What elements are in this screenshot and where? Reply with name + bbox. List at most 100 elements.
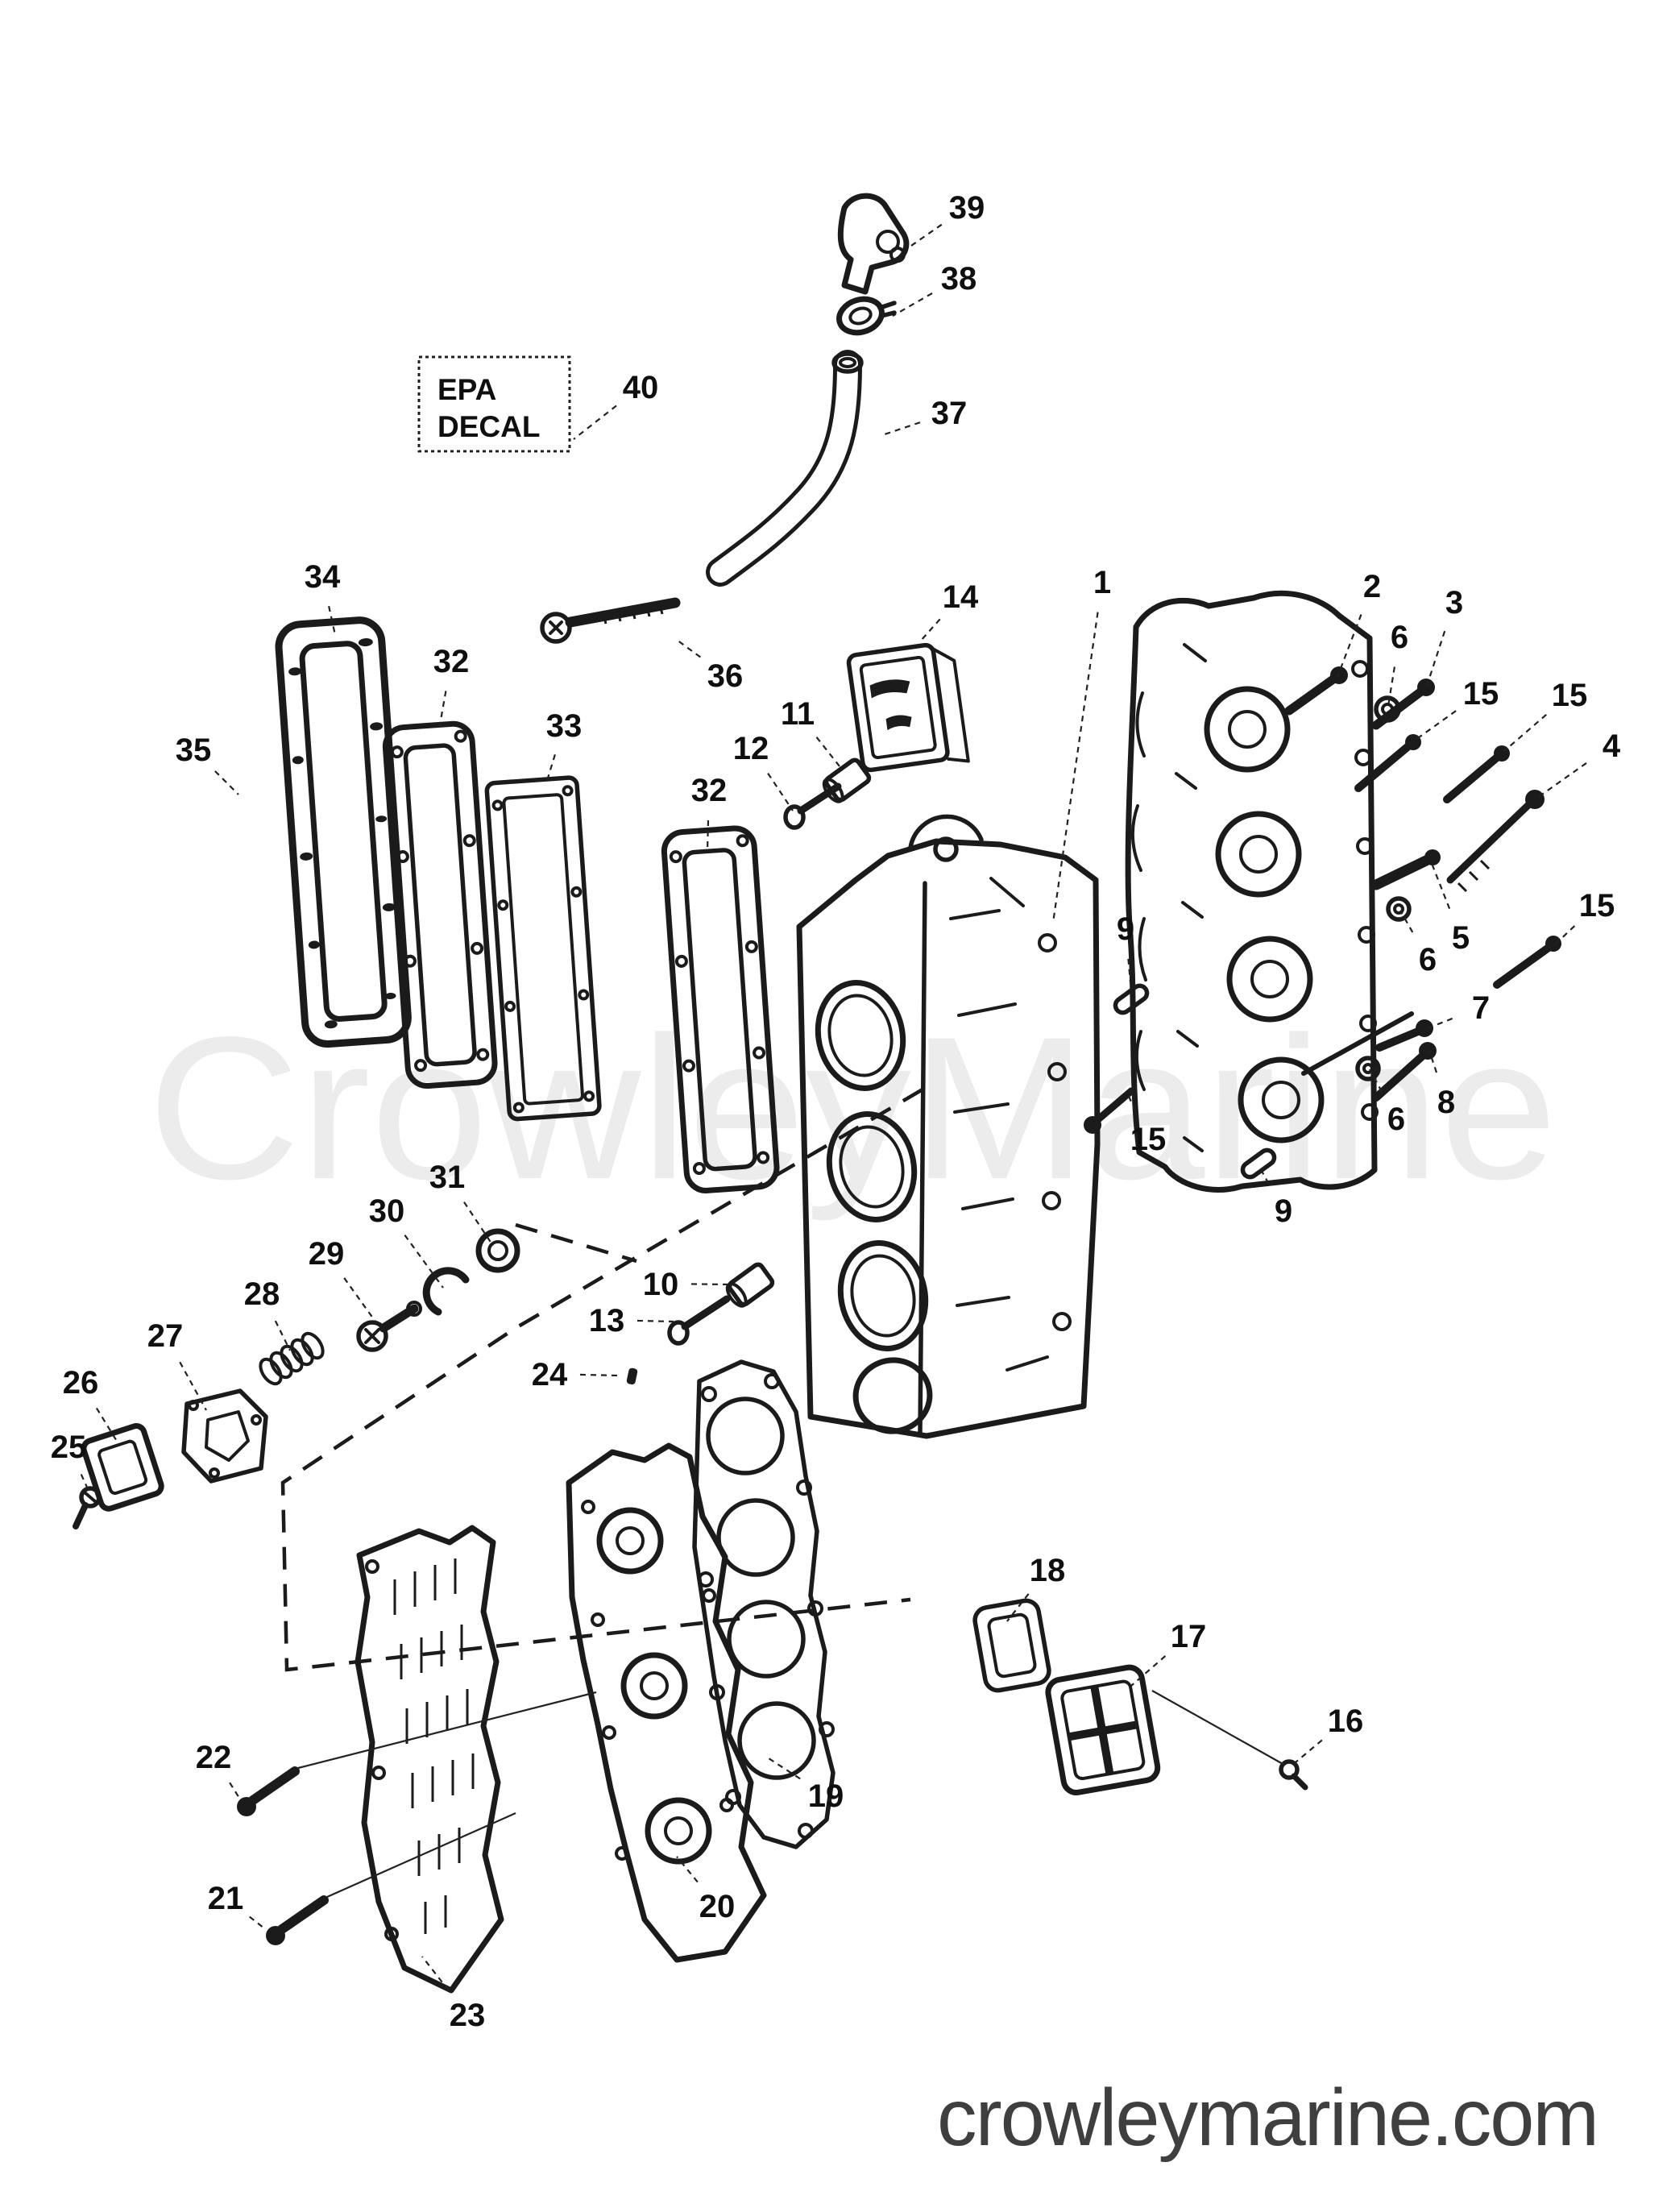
leader-line — [1387, 666, 1395, 707]
leader-line — [1258, 1164, 1270, 1185]
leader-line — [1336, 614, 1362, 678]
bypass-cover-17 — [1045, 1664, 1161, 1795]
callout-6: 6 — [1419, 942, 1437, 977]
bolt-5 — [1370, 849, 1441, 890]
callout-32: 32 — [691, 773, 728, 808]
washer-6-mid — [1386, 896, 1412, 922]
callout-26: 26 — [63, 1365, 99, 1401]
washer-6-top — [1374, 695, 1401, 723]
leader-line — [579, 1373, 620, 1377]
leader-line — [463, 1201, 494, 1247]
leader-line — [1290, 1739, 1323, 1767]
exhaust-cover-23 — [355, 1525, 504, 1994]
assembly-axis-dashes — [280, 1088, 924, 1672]
callout-15: 15 — [1579, 888, 1615, 923]
leader-line — [1125, 1090, 1137, 1111]
callout-15: 15 — [1130, 1122, 1167, 1157]
callout-15: 15 — [1552, 678, 1588, 713]
washer-6-bottom — [1355, 1056, 1381, 1081]
pin-12 — [783, 782, 842, 830]
callout-20: 20 — [699, 1889, 736, 1924]
callout-7: 7 — [1472, 990, 1490, 1026]
leader-line — [676, 639, 702, 658]
gasket-32-left — [382, 720, 498, 1089]
leader-line — [95, 1407, 118, 1443]
leader-line — [229, 1782, 243, 1803]
callout-3: 3 — [1445, 585, 1463, 620]
thermostat-cover-26 — [81, 1423, 164, 1512]
leader-line — [1127, 958, 1133, 992]
callout-10: 10 — [643, 1267, 679, 1302]
callout-38: 38 — [941, 261, 977, 297]
bushing-10 — [725, 1262, 775, 1308]
leader-line — [573, 405, 617, 440]
leader-line — [767, 773, 794, 811]
callout-4: 4 — [1603, 728, 1621, 764]
inner-exhaust-plate-20 — [566, 1442, 767, 1963]
elbow-fitting-39 — [837, 193, 910, 295]
callout-35: 35 — [176, 732, 212, 768]
gasket-34 — [275, 616, 412, 1048]
gasket-18 — [972, 1598, 1051, 1693]
screw-36 — [540, 597, 681, 644]
website-footer: crowleymarine.com — [937, 2073, 1598, 2163]
callout-39: 39 — [949, 190, 985, 226]
baffle-plate-33 — [484, 775, 602, 1122]
leader-line — [1554, 925, 1576, 945]
bolt-15-d — [1084, 1087, 1135, 1134]
callout-16: 16 — [1328, 1704, 1364, 1739]
leader-line — [1536, 762, 1587, 799]
callout-17: 17 — [1171, 1619, 1207, 1654]
callout-11: 11 — [781, 696, 815, 732]
callout-5: 5 — [1452, 920, 1470, 956]
callout-25: 25 — [51, 1430, 87, 1465]
epa-decal-box: EPA DECAL — [417, 355, 571, 453]
leader-line — [1399, 910, 1414, 933]
leader-line — [908, 223, 943, 248]
bolt-8 — [1372, 1042, 1437, 1102]
callout-24: 24 — [532, 1357, 568, 1392]
water-hose-37 — [706, 350, 864, 587]
epa-decal-line1: EPA — [437, 373, 496, 406]
callout-2: 2 — [1363, 569, 1381, 604]
callout-32: 32 — [433, 644, 470, 679]
leader-line — [636, 1319, 674, 1323]
callout-8: 8 — [1437, 1085, 1455, 1120]
leader-line — [676, 1856, 699, 1883]
spring-28 — [259, 1331, 325, 1386]
leader-line — [1427, 1017, 1453, 1030]
leader-line — [80, 1474, 90, 1492]
callout-23: 23 — [450, 1998, 486, 2033]
bolt-21 — [266, 1812, 516, 1945]
relief-valve-29 — [356, 1301, 422, 1352]
callout-13: 13 — [589, 1303, 625, 1338]
leader-line — [1369, 1069, 1383, 1093]
callout-30: 30 — [369, 1193, 405, 1229]
callout-14: 14 — [943, 579, 979, 615]
leader-line — [274, 1320, 291, 1351]
gasket-32-right — [661, 825, 780, 1193]
callout-9: 9 — [1117, 911, 1134, 947]
leader-line — [892, 292, 933, 317]
leader-line — [249, 1915, 265, 1929]
callout-29: 29 — [309, 1236, 345, 1272]
leader-line — [706, 820, 710, 852]
callout-34: 34 — [305, 559, 341, 595]
bolt-15-c — [1493, 936, 1561, 989]
cylinder-block — [796, 814, 1101, 1439]
callout-31: 31 — [429, 1160, 466, 1195]
leader-line — [404, 1235, 444, 1289]
leader-line — [179, 1361, 207, 1411]
bolt-15-b — [1443, 745, 1510, 803]
callout-6: 6 — [1387, 1102, 1405, 1137]
leader-line — [1503, 714, 1547, 752]
leader-line — [545, 754, 556, 784]
callout-6: 6 — [1391, 620, 1408, 655]
bushing-11 — [822, 757, 872, 803]
decal-plate-14 — [846, 642, 970, 773]
callout-12: 12 — [733, 731, 769, 766]
callout-40: 40 — [623, 370, 659, 405]
bolt-2 — [1284, 666, 1348, 716]
